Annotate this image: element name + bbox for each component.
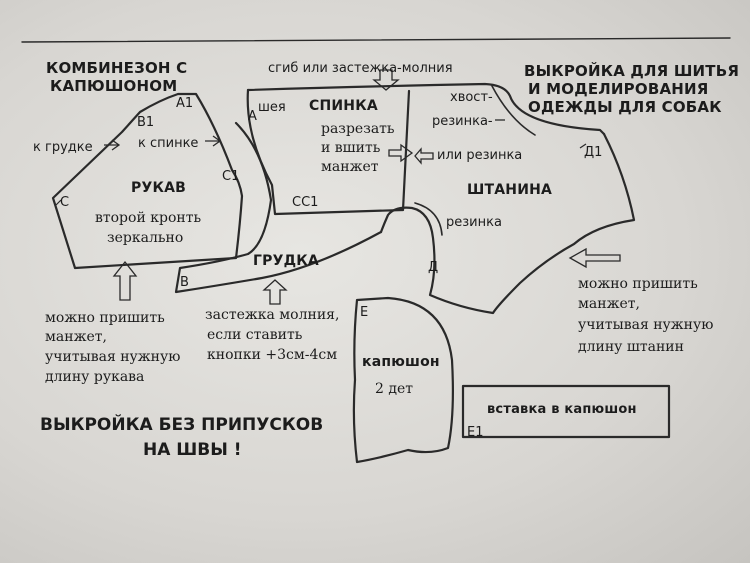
tail-elastic: [491, 85, 536, 136]
chest-outline: [174, 121, 383, 294]
hood-insert-label: вставка в капюшон: [487, 402, 637, 417]
fold-arrow: [372, 69, 400, 91]
back-or-elastic: или резинка: [437, 148, 523, 163]
tick-c: [55, 199, 62, 206]
trouser-name: ШТАНИНА: [467, 182, 553, 198]
back-note-line2: и вшить: [321, 140, 381, 156]
chest-zip-line3: кнопки +3см-4см: [207, 347, 338, 363]
arrow-or-elastic: [414, 147, 434, 165]
arrow-chest-zip: [262, 279, 288, 305]
point-a: А: [248, 109, 257, 124]
trouser-outline: [379, 132, 636, 315]
title-right-line3: ОДЕЖДЫ ДЛЯ СОБАК: [528, 98, 722, 116]
sleeve-cuff-line2: манжет,: [45, 329, 107, 345]
arrows: [104, 69, 621, 305]
sleeve-cuff-line4: длину рукава: [45, 369, 145, 385]
point-c1: С1: [222, 169, 240, 184]
hood-count: 2 дет: [375, 381, 414, 397]
chest-zip-line1: застежка молния,: [205, 307, 340, 323]
trouser-cuff-line1: можно пришить: [578, 276, 698, 292]
trouser-elastic2: резинка: [446, 215, 502, 230]
arrow-to-chest: [104, 139, 121, 151]
trouser-cuff-line2: манжет,: [578, 296, 640, 312]
trouser-cuff-line3: учитывая нужную: [578, 317, 714, 333]
sleeve-outline: [51, 92, 244, 270]
hood-name: капюшон: [362, 354, 440, 370]
back-note-line3: манжет: [321, 159, 379, 175]
back-trouser-seam: [401, 89, 411, 212]
point-c: С: [60, 195, 70, 210]
point-e1: Е1: [467, 425, 484, 440]
point-cc1: СС1: [292, 195, 319, 210]
point-d: Д: [428, 260, 439, 275]
trouser-cuff-line4: длину штанин: [578, 339, 684, 355]
chest-zip-line2: если ставить: [207, 327, 303, 343]
arrow-back-cuff: [388, 143, 414, 163]
back-note-line1: разрезать: [321, 121, 395, 137]
leg-elastic: [414, 202, 443, 236]
sleeve-note-line1: второй кронть: [95, 210, 202, 226]
point-d1: Д1: [584, 145, 603, 160]
sleeve-cuff-line3: учитывая нужную: [45, 349, 181, 365]
arrow-sleeve-cuff: [112, 260, 138, 301]
sleeve-cuff-line1: можно пришить: [45, 310, 165, 326]
sleeve-name: РУКАВ: [131, 180, 187, 196]
tick-d1: [579, 143, 587, 149]
body-top-edge: [246, 82, 606, 136]
sleeve-to-chest: к грудке: [33, 140, 93, 155]
back-name: СПИНКА: [309, 98, 378, 114]
title-left-line1: КОМБИНЕЗОН С: [46, 59, 188, 77]
hood-insert-outline: [461, 384, 671, 439]
point-e: Е: [360, 305, 369, 320]
point-a1: А1: [176, 96, 194, 111]
arrow-to-back: [205, 135, 222, 147]
trouser-elastic1: резинка-: [432, 114, 493, 129]
sleeve-note-line2: зеркально: [107, 230, 184, 246]
footer-line1: ВЫКРОЙКА БЕЗ ПРИПУСКОВ: [40, 415, 324, 435]
title-right-line2: И МОДЕЛИРОВАНИЯ: [528, 80, 709, 98]
fold-label: сгиб или застежка-молния: [268, 61, 453, 76]
back-neck: шея: [258, 100, 286, 115]
point-b: В: [180, 275, 189, 290]
title-right-line1: ВЫКРОЙКА ДЛЯ ШИТЬЯ: [524, 62, 740, 80]
footer-line2: НА ШВЫ !: [143, 440, 242, 460]
sleeve-to-back: к спинке: [138, 136, 199, 151]
point-b1: В1: [137, 115, 155, 130]
trouser-tail: хвост-: [450, 90, 493, 105]
title-left-line2: КАПЮШОНОМ: [50, 77, 178, 95]
top-rule: [21, 37, 731, 43]
chest-name: ГРУДКА: [253, 253, 319, 269]
arrow-trouser-cuff: [568, 247, 621, 269]
back-outline: [246, 88, 405, 216]
hood-outline: [352, 296, 454, 464]
